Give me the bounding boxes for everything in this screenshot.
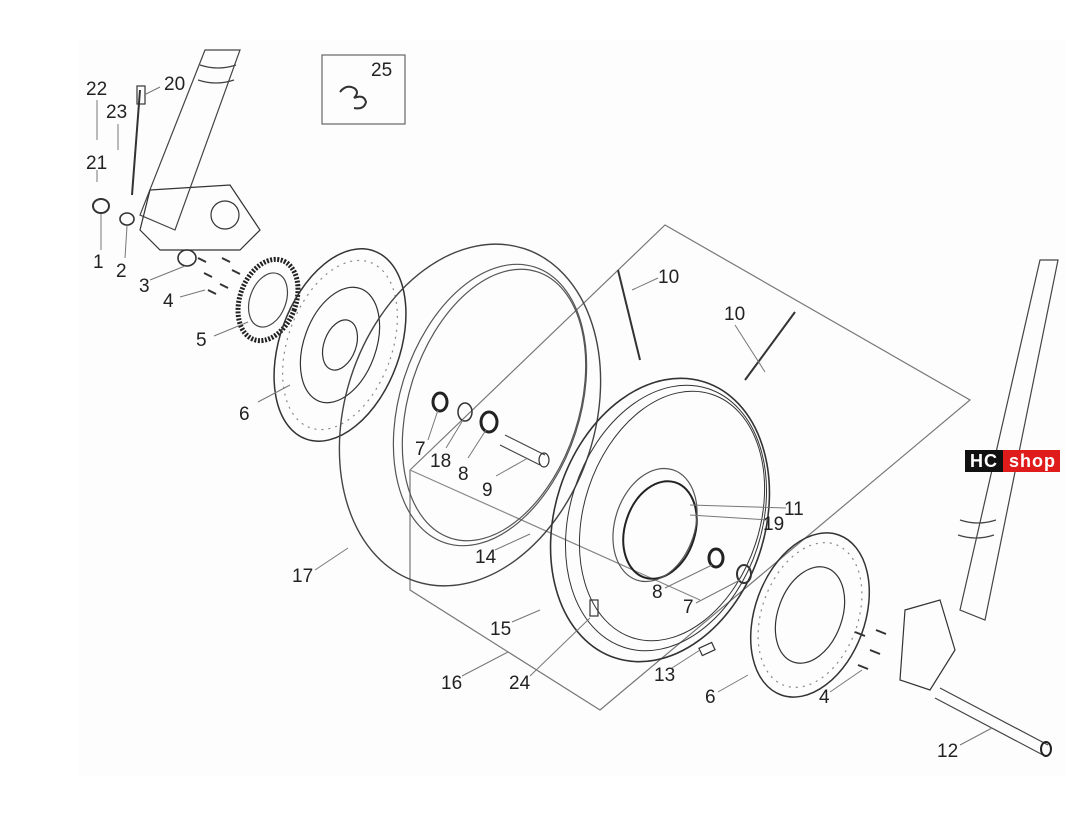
part-label-4b: 4 xyxy=(819,687,830,708)
part-label-23: 23 xyxy=(106,102,128,123)
part-label-8: 8 xyxy=(458,464,469,485)
part-label-6: 6 xyxy=(239,404,250,425)
part-label-3: 3 xyxy=(139,276,150,297)
part-3 xyxy=(177,249,197,267)
part-label-20: 20 xyxy=(164,74,186,95)
bolts-4 xyxy=(197,257,241,295)
inset-box xyxy=(321,54,406,125)
hc-shop-watermark: HC shop xyxy=(965,450,1060,472)
part-2 xyxy=(119,212,135,226)
part-label-18: 18 xyxy=(430,451,452,472)
part-label-8b: 8 xyxy=(652,582,663,603)
part-label-24: 24 xyxy=(509,673,531,694)
right-fork xyxy=(899,259,1059,691)
part-label-12: 12 xyxy=(937,741,959,762)
part-label-9: 9 xyxy=(482,480,493,501)
brake-disc-left xyxy=(273,248,407,442)
part-label-11: 11 xyxy=(784,499,804,520)
part-label-6b: 6 xyxy=(705,687,716,708)
part-1 xyxy=(92,198,110,214)
hub xyxy=(622,480,698,580)
watermark-shop: shop xyxy=(1003,450,1060,472)
part-label-4: 4 xyxy=(163,291,174,312)
part-label-10a: 10 xyxy=(658,267,680,288)
clip-icon xyxy=(339,85,368,110)
part-label-13: 13 xyxy=(654,665,676,686)
rim xyxy=(549,377,771,663)
part-label-7b: 7 xyxy=(683,597,694,618)
part-label-22: 22 xyxy=(86,79,108,100)
part-label-10b: 10 xyxy=(724,304,746,325)
left-fork xyxy=(139,49,261,251)
part-label-25: 25 xyxy=(371,60,393,81)
part-label-16: 16 xyxy=(441,673,463,694)
part-label-2: 2 xyxy=(116,261,127,282)
part-label-5: 5 xyxy=(196,330,207,351)
bolts-4-right xyxy=(854,629,887,670)
part-label-15: 15 xyxy=(490,619,512,640)
watermark-hc: HC xyxy=(965,450,1003,472)
part-label-21: 21 xyxy=(86,153,108,174)
tyre xyxy=(338,243,602,587)
part-label-7: 7 xyxy=(415,439,426,460)
part-label-1: 1 xyxy=(93,252,104,273)
abs-ring xyxy=(235,256,301,344)
part-label-14: 14 xyxy=(475,547,497,568)
part-label-19: 19 xyxy=(763,514,785,535)
part-label-17: 17 xyxy=(292,566,314,587)
assembly-outline xyxy=(409,224,972,711)
